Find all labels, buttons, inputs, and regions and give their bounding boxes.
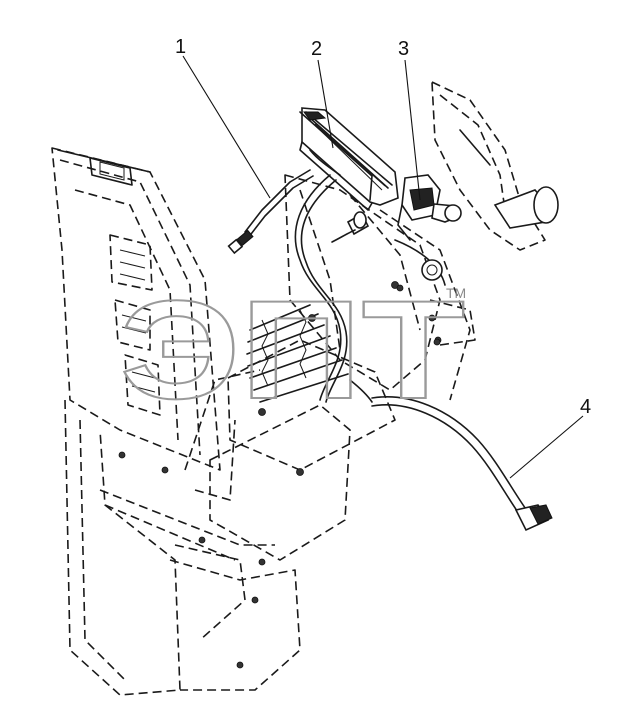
watermark-text: ЭПТ: [120, 271, 465, 428]
callout-4: 4: [580, 396, 591, 418]
steering-wheel-hub: [428, 81, 559, 346]
leader-line-4: [509, 415, 584, 479]
leader-line-2: [317, 59, 334, 149]
instrument-cluster: [299, 107, 399, 211]
callout-2: 2: [311, 38, 322, 60]
wiring-harness-upper: [227, 169, 370, 403]
cabin-panel-left: [51, 147, 301, 696]
watermark-trademark: TM: [446, 285, 466, 301]
callout-1: 1: [175, 36, 186, 58]
steering-column-boot: [184, 281, 399, 561]
watermark: ЭПТ TM: [119, 270, 466, 429]
leader-line-1: [182, 55, 271, 199]
callouts: 1 2 3 4: [175, 36, 591, 479]
wiring-harness-cable: [349, 379, 553, 532]
leader-line-3: [404, 59, 421, 201]
combination-switch: [397, 174, 462, 241]
callout-3: 3: [398, 38, 409, 60]
